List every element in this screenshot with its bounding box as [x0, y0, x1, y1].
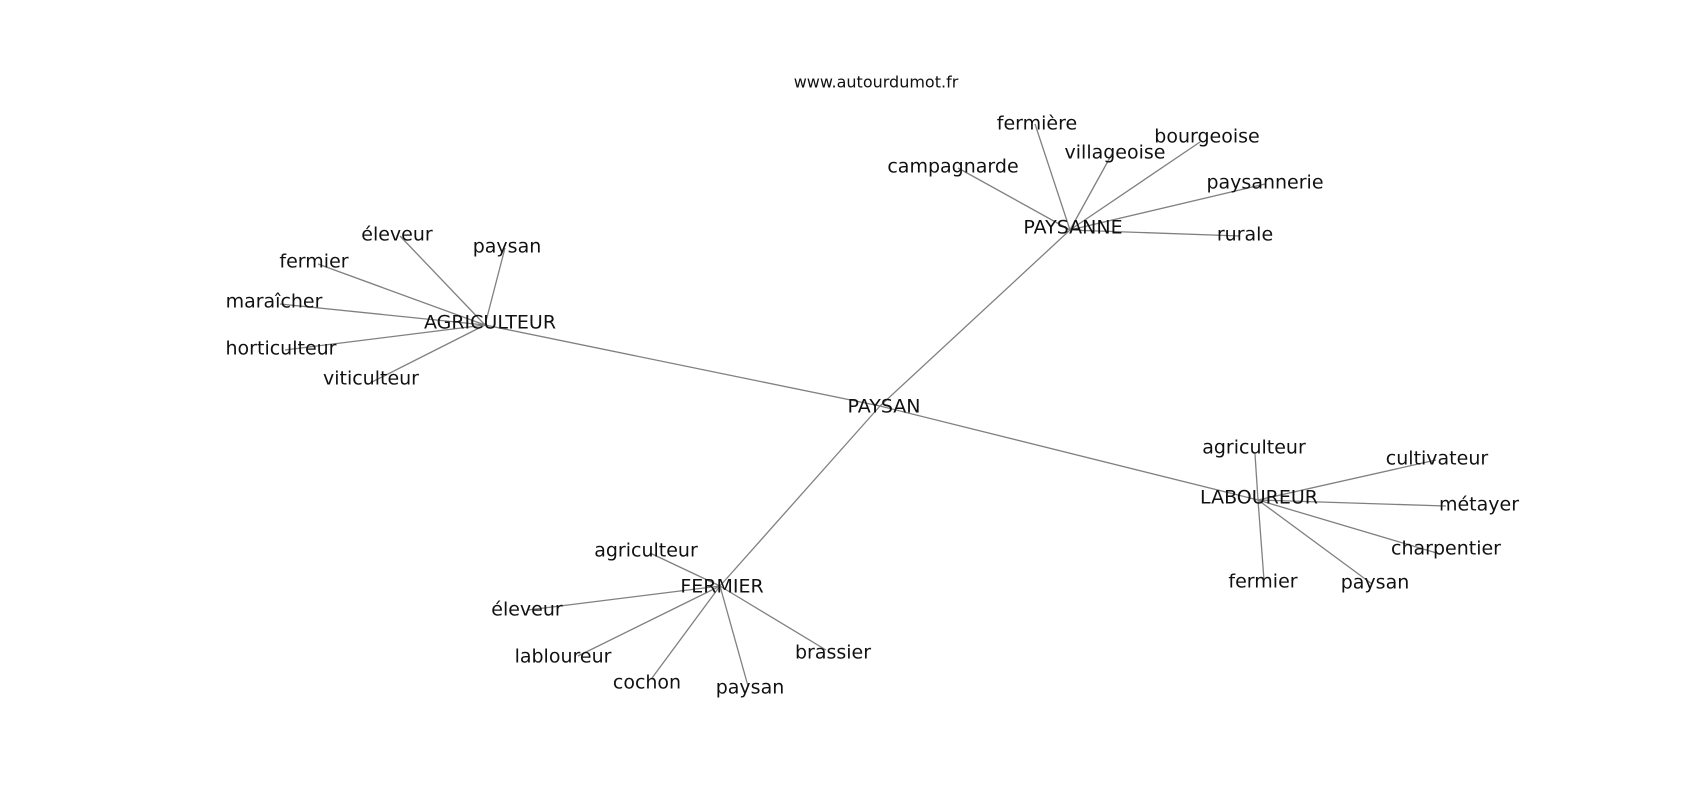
- edge-paysanne-bourgeoise: [1069, 141, 1201, 231]
- edge-paysanne-fermiere: [1034, 123, 1071, 231]
- edge-paysan-laboureur: [879, 405, 1259, 501]
- node-hub-agriculteur[interactable]: AGRICULTEUR: [424, 312, 556, 334]
- node-word[interactable]: agriculteur: [1202, 437, 1306, 459]
- node-word[interactable]: éleveur: [491, 599, 563, 621]
- edge-laboureur-metayer: [1257, 499, 1447, 507]
- edge-paysanne-rurale: [1069, 229, 1241, 237]
- node-word[interactable]: paysannerie: [1206, 172, 1323, 194]
- node-word[interactable]: paysan: [716, 677, 785, 699]
- labels: www.autourdumot.fr PAYSAN PAYSANNE fermi…: [226, 73, 1520, 699]
- edge-fermier-brassier: [719, 585, 827, 651]
- node-word[interactable]: viticulteur: [323, 368, 419, 390]
- node-word[interactable]: bourgeoise: [1154, 126, 1259, 148]
- node-hub-laboureur[interactable]: LABOUREUR: [1200, 487, 1318, 509]
- edge-paysan-paysanne: [879, 229, 1071, 407]
- edge-agriculteur-horticulteur: [284, 324, 486, 351]
- node-word[interactable]: paysan: [473, 236, 542, 258]
- edge-fermier-cochon: [651, 585, 721, 679]
- node-word[interactable]: rurale: [1217, 224, 1273, 246]
- node-hub-fermier[interactable]: FERMIER: [680, 576, 763, 598]
- node-word[interactable]: maraîcher: [226, 291, 323, 313]
- edge-fermier-laboureur: [577, 585, 721, 657]
- edge-paysanne-paysannerie: [1069, 183, 1266, 231]
- edge-fermier-paysan: [719, 585, 749, 687]
- node-word[interactable]: fermier: [1228, 571, 1297, 593]
- node-word[interactable]: fermier: [279, 251, 348, 273]
- edge-paysanne-villageoise: [1069, 151, 1114, 231]
- node-word[interactable]: éleveur: [361, 224, 433, 246]
- edge-paysan-fermier: [719, 405, 881, 587]
- node-word[interactable]: labloureur: [515, 646, 612, 668]
- edges: [279, 123, 1447, 687]
- edge-paysanne-campagnarde: [957, 167, 1071, 231]
- node-center[interactable]: PAYSAN: [848, 396, 921, 418]
- edge-laboureur-fermier: [1257, 499, 1265, 581]
- node-word[interactable]: campagnarde: [887, 156, 1018, 178]
- node-word[interactable]: charpentier: [1391, 538, 1501, 560]
- edge-laboureur-agriculteur: [1254, 453, 1259, 501]
- node-word[interactable]: agriculteur: [594, 540, 698, 562]
- edge-agriculteur-maraicher: [279, 303, 486, 326]
- edge-paysan-agriculteur: [484, 324, 881, 407]
- edge-laboureur-charpentier: [1257, 499, 1441, 555]
- edge-agriculteur-eleveur: [399, 235, 486, 326]
- node-word[interactable]: métayer: [1439, 494, 1519, 516]
- node-hub-paysanne[interactable]: PAYSANNE: [1023, 217, 1122, 239]
- edge-agriculteur-fermier: [317, 263, 486, 326]
- edge-agriculteur-viticulteur: [371, 324, 486, 383]
- node-word[interactable]: brassier: [795, 642, 871, 664]
- node-word[interactable]: horticulteur: [226, 338, 337, 360]
- node-word[interactable]: villageoise: [1065, 142, 1166, 164]
- edge-fermier-agriculteur: [649, 552, 721, 587]
- edge-fermier-eleveur: [527, 585, 721, 611]
- edge-laboureur-paysan: [1257, 499, 1373, 585]
- node-word[interactable]: fermière: [997, 113, 1077, 135]
- site-url[interactable]: www.autourdumot.fr: [794, 73, 959, 92]
- node-word[interactable]: cultivateur: [1386, 448, 1489, 470]
- node-word[interactable]: cochon: [613, 672, 681, 694]
- edge-laboureur-cultivateur: [1257, 459, 1437, 501]
- node-word[interactable]: paysan: [1341, 572, 1410, 594]
- edge-agriculteur-paysan: [484, 247, 506, 326]
